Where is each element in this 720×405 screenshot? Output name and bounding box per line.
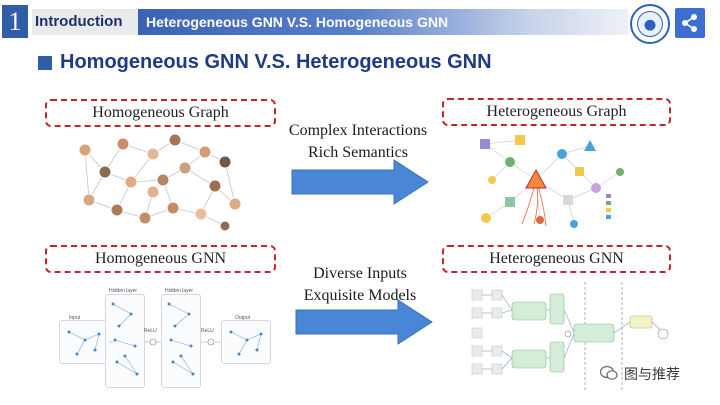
university-logo bbox=[630, 4, 670, 44]
hidden-layer-1-label: Hidden layer bbox=[109, 288, 138, 294]
homogeneous-gnn-figure: Input Hidden layer ReLU Hidden layer ReL… bbox=[55, 284, 275, 392]
arrow-bottom bbox=[295, 299, 433, 345]
arrow-bottom-line1: Diverse Inputs bbox=[313, 265, 407, 282]
relu-2-label: ReLU bbox=[201, 328, 214, 334]
heterogeneous-graph-figure bbox=[480, 135, 624, 228]
arrow-top-line1: Complex Interactions bbox=[288, 122, 428, 139]
relu-1-label: ReLU bbox=[144, 328, 157, 334]
label-homogeneous-graph: Homogeneous Graph bbox=[45, 99, 276, 127]
arrow-top-line2: Rich Semantics bbox=[308, 144, 408, 161]
homogeneous-graph-figure bbox=[78, 133, 242, 232]
watermark-text: 图与推荐 bbox=[624, 366, 680, 382]
arrow-bottom-line2: Exquisite Models bbox=[303, 287, 417, 304]
homogeneous-gnn-network-drawing bbox=[67, 302, 263, 376]
label-heterogeneous-gnn: Heterogeneous GNN bbox=[442, 245, 671, 273]
heterogeneous-gnn-figure bbox=[471, 282, 669, 390]
wechat-icon bbox=[600, 365, 618, 380]
header-title-bar: Heterogeneous GNN V.S. Homogeneous GNN bbox=[138, 9, 628, 35]
arrow-top bbox=[291, 159, 429, 205]
arrow-top-caption: Complex Interactions Rich Semantics bbox=[268, 120, 448, 164]
input-layer-label: Input bbox=[69, 315, 81, 321]
label-homogeneous-gnn: Homogeneous GNN bbox=[45, 245, 276, 273]
title-bullet bbox=[38, 56, 52, 70]
section-number: 1 bbox=[2, 5, 28, 38]
hidden-layer-1-box bbox=[105, 294, 145, 388]
output-layer-label: Output bbox=[235, 315, 251, 321]
share-icon bbox=[682, 14, 697, 32]
hidden-layer-2-label: Hidden layer bbox=[165, 288, 194, 294]
label-heterogeneous-graph: Heterogeneous Graph bbox=[442, 98, 671, 126]
section-label: Introduction bbox=[32, 9, 140, 35]
arrow-bottom-caption: Diverse Inputs Exquisite Models bbox=[270, 263, 450, 307]
share-button[interactable] bbox=[675, 8, 705, 38]
slide-title: Homogeneous GNN V.S. Heterogeneous GNN bbox=[60, 51, 492, 73]
